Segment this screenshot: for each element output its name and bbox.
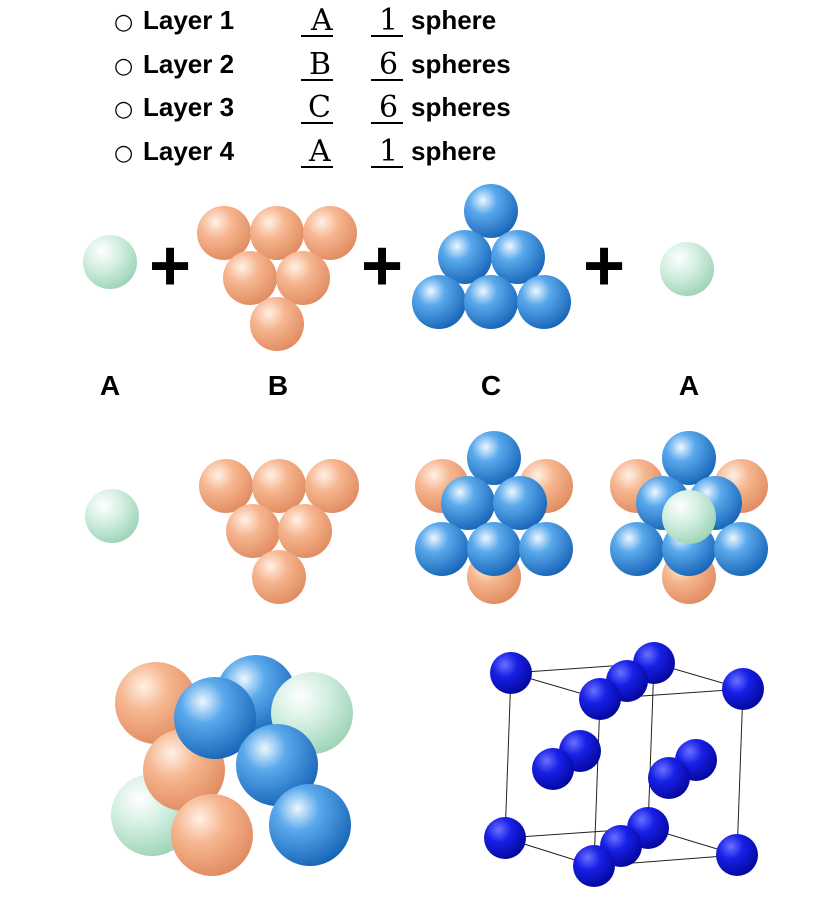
layer-c-triangle (412, 184, 571, 329)
layer-label: Layer 1 (143, 5, 234, 35)
bullet-icon: ○ (114, 10, 133, 35)
layer-letter: A (310, 3, 333, 38)
sphere (467, 431, 521, 485)
sphere (662, 490, 716, 544)
hcp-unit-cell (484, 642, 764, 887)
layer-label: Layer 3 (143, 92, 234, 122)
bullet-icon: ○ (114, 97, 133, 122)
sphere (252, 550, 306, 604)
sphere (199, 459, 253, 513)
bullet-icon: ○ (114, 141, 133, 166)
sphere (438, 230, 492, 284)
sphere (493, 476, 547, 530)
plus-sign: + (361, 226, 403, 306)
layer-a-bottom (660, 242, 714, 296)
label-a: A (100, 370, 120, 401)
sphere (464, 275, 518, 329)
sphere (269, 784, 351, 866)
layer-letter: B (309, 47, 331, 82)
stacking-sequence (85, 431, 768, 604)
layer-unit: spheres (411, 92, 511, 122)
layer-count: 1 (379, 3, 398, 38)
sphere (491, 230, 545, 284)
sphere (197, 206, 251, 260)
layer-row: ○ Layer 1 A 1 sphere (114, 3, 496, 38)
label-c: C (481, 370, 501, 401)
unit-cell-edges (504, 662, 744, 867)
layer-letter: C (308, 90, 331, 125)
sphere (415, 522, 469, 576)
sphere (519, 522, 573, 576)
atom (722, 668, 764, 710)
bullet-icon: ○ (114, 54, 133, 79)
sphere (662, 431, 716, 485)
label-b: B (268, 370, 288, 401)
sphere (660, 242, 714, 296)
sphere (714, 522, 768, 576)
sphere (412, 275, 466, 329)
sphere (236, 724, 318, 806)
atom (579, 678, 621, 720)
sphere (226, 504, 280, 558)
layer-label: Layer 4 (143, 136, 235, 166)
atom (716, 834, 758, 876)
stack-step-abc (415, 431, 573, 604)
sphere (252, 459, 306, 513)
sphere (83, 235, 137, 289)
layer-count: 6 (379, 90, 398, 125)
stack-step-abca (610, 431, 768, 604)
sphere (276, 251, 330, 305)
plus-sign: + (583, 226, 625, 306)
sphere (441, 476, 495, 530)
atom (490, 652, 532, 694)
sphere (467, 522, 521, 576)
sphere (250, 297, 304, 351)
sphere (303, 206, 357, 260)
sphere (464, 184, 518, 238)
sphere (171, 794, 253, 876)
atom (532, 748, 574, 790)
layer-letter-labels: A B C A (100, 370, 699, 401)
sphere (223, 251, 277, 305)
layer-unit: spheres (411, 49, 511, 79)
layer-label: Layer 2 (143, 49, 234, 79)
sphere (610, 522, 664, 576)
sphere (517, 275, 571, 329)
layer-row: ○ Layer 4 A 1 sphere (114, 134, 496, 169)
atom (484, 817, 526, 859)
plus-sign: + (149, 226, 191, 306)
layer-letter: A (308, 134, 331, 169)
layer-a-top (83, 235, 137, 289)
sphere (85, 489, 139, 543)
layer-b-triangle (197, 206, 357, 351)
packed-cluster (111, 655, 353, 876)
atom (648, 757, 690, 799)
sphere (305, 459, 359, 513)
layer-list: ○ Layer 1 A 1 sphere ○ Layer 2 B 6 spher… (114, 3, 511, 169)
stack-step-ab (199, 459, 359, 604)
sphere (278, 504, 332, 558)
label-a-second: A (679, 370, 699, 401)
layer-row: ○ Layer 2 B 6 spheres (114, 47, 511, 82)
layer-row: ○ Layer 3 C 6 spheres (114, 90, 511, 125)
layer-count: 6 (379, 47, 398, 82)
layer-count: 1 (379, 134, 398, 169)
layer-unit: sphere (411, 136, 496, 166)
layer-equation: + + + (83, 184, 714, 351)
layer-unit: sphere (411, 5, 496, 35)
sphere (174, 677, 256, 759)
stack-step-a (85, 489, 139, 543)
sphere (250, 206, 304, 260)
atom (573, 845, 615, 887)
